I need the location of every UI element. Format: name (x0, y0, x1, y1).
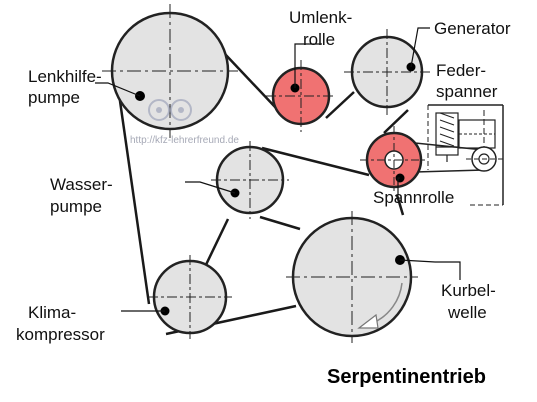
label-umlenk-2: rolle (303, 30, 335, 49)
leader-wasser (185, 181, 236, 194)
umlenkrolle-pulley (266, 60, 336, 132)
leader-lines (95, 27, 461, 312)
leader-kurbel (435, 261, 461, 280)
label-feder-1: Feder- (436, 61, 486, 80)
spannrolle-pulley (360, 126, 428, 194)
label-wasser-1: Wasser- (50, 175, 113, 194)
label-spannrolle: Spannrolle (373, 188, 454, 207)
federspanner-mechanism (414, 104, 504, 206)
belt-segment-water-crank (259, 215, 301, 231)
label-klima-1: Klima- (28, 303, 76, 322)
belt-segment-idler-steering (223, 52, 277, 109)
klimakompressor-pulley (148, 255, 232, 339)
labels: Lenkhilfe- pumpe Umlenk- rolle Generator… (16, 8, 511, 388)
watermark-logo (148, 99, 192, 121)
label-kurbel-2: welle (447, 303, 487, 322)
generator-pulley (344, 29, 430, 115)
diagram-title: Serpentinentrieb (327, 366, 486, 388)
label-feder-2: spanner (436, 82, 498, 101)
label-kurbel-1: Kurbel- (441, 281, 496, 300)
belt-segment-tensioner-generator (383, 109, 409, 134)
belt-segment-generator-idler (325, 91, 355, 119)
belt-segment-tensioner-crank (395, 194, 405, 216)
leader-umlenk (294, 43, 322, 88)
lenkhilfepumpe-pulley (102, 4, 238, 138)
belt-segment-water-tensioner (261, 146, 370, 177)
label-wasser-2: pumpe (50, 197, 102, 216)
leader-lenkhilfe (95, 82, 141, 97)
leader-spannrolle (397, 177, 400, 194)
label-lenkhilfe-2: pumpe (28, 88, 80, 107)
watermark-text: http://kfz-lehrerfreund.de (130, 135, 239, 146)
label-generator: Generator (434, 19, 511, 38)
label-umlenk-1: Umlenk- (289, 8, 352, 27)
label-lenkhilfe-1: Lenkhilfe- (28, 67, 102, 86)
kurbelwelle-pulley (286, 211, 418, 343)
label-klima-2: kompressor (16, 325, 105, 344)
leader-generator (410, 27, 430, 68)
